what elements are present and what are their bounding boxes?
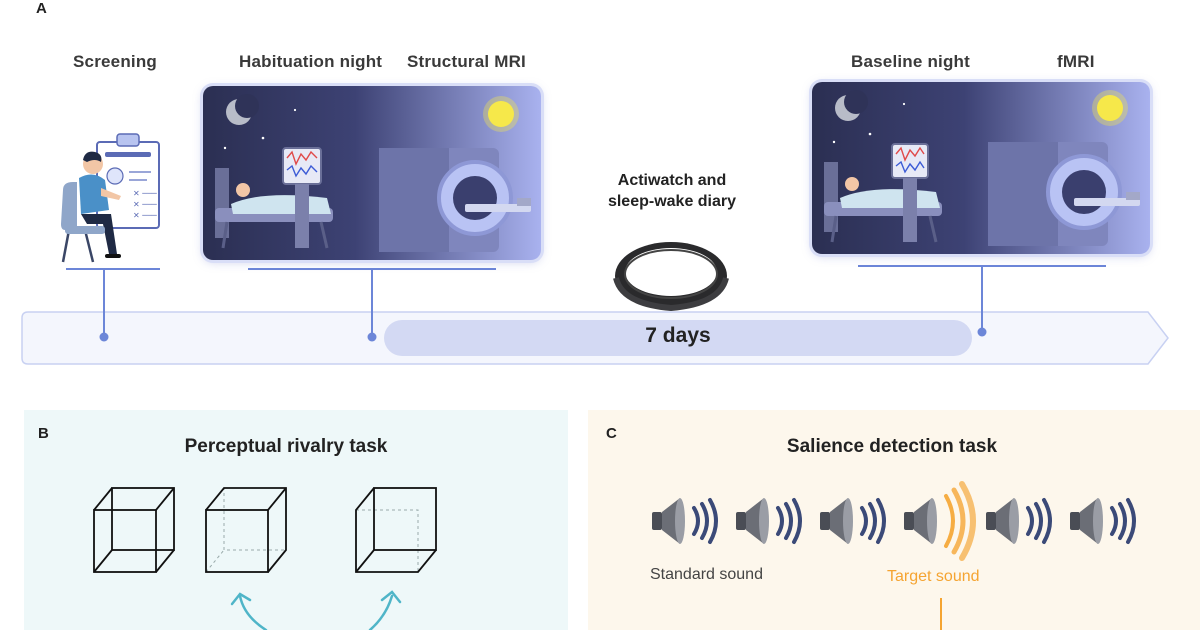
stage-label-screening: Screening [73,52,157,71]
panel-b-title: Perceptual rivalry task [184,436,388,457]
standard-sound-label: Standard sound [650,566,763,583]
sound-waves [1026,498,1052,544]
mri-scanner-icon [988,142,1140,246]
screening-illustration: ✕ ─── ✕ ─── ✕ ─── [61,133,160,263]
perceptual-rivalry-figure [93,487,437,630]
cube-icon [355,487,437,573]
svg-text:✕ ───: ✕ ─── [133,200,157,209]
duration-bar [384,320,972,356]
moon-icon [226,94,259,125]
panel-c-title: Salience detection task [786,436,998,457]
timeline-dot-baseline [977,327,987,337]
speaker-icon [986,498,1019,544]
panel-a-letter: A [36,0,47,17]
sound-waves [692,498,718,544]
speaker-icon [1070,498,1103,544]
cube-icon [93,487,175,573]
wristband-icon [613,242,729,312]
panel-b [24,410,568,630]
sound-waves [860,498,886,544]
actiwatch-label-line1: Actiwatch and [617,172,727,189]
panel-b-letter: B [38,425,49,442]
target-sound-line [940,598,942,630]
actiwatch-label-line2: sleep-wake diary [607,193,737,210]
person-icon [61,151,121,263]
sound-sequence [652,481,1136,561]
cube-icon [205,487,287,573]
sun-icon [1092,90,1128,126]
mri-scanner-icon [379,148,531,252]
stage-label-fmri: fMRI [1057,52,1095,71]
sound-waves [1110,498,1136,544]
timeline-dot-screening [99,332,109,342]
stage-label-structural-mri: Structural MRI [407,52,526,71]
target-sound-waves [944,481,976,561]
eeg-monitor-icon [282,147,322,248]
target-sound-label: Target sound [887,568,980,585]
duration-label: 7 days [645,324,711,347]
timeline-dot-habituation [367,332,377,342]
svg-text:✕ ───: ✕ ─── [133,211,157,220]
timeline-connectors [66,265,1106,342]
eeg-monitor-icon [891,143,929,242]
target-speaker-icon [904,498,937,544]
speaker-icon [736,498,769,544]
arrow-icon [230,590,402,630]
stage-label-habituation: Habituation night [239,52,383,71]
stage-label-baseline: Baseline night [851,52,970,71]
sound-waves [776,498,802,544]
sun-icon [483,96,519,132]
clipboard-icon: ✕ ─── ✕ ─── ✕ ─── [96,133,160,229]
actiwatch-label: Actiwatch and sleep-wake diary [572,170,772,212]
svg-text:✕ ───: ✕ ─── [133,189,157,198]
panel-c-letter: C [606,425,617,442]
baseline-fmri-scene [812,82,1150,254]
habituation-mri-scene [203,86,541,260]
speaker-icon [652,498,685,544]
speaker-icon [820,498,853,544]
moon-icon [835,90,868,121]
